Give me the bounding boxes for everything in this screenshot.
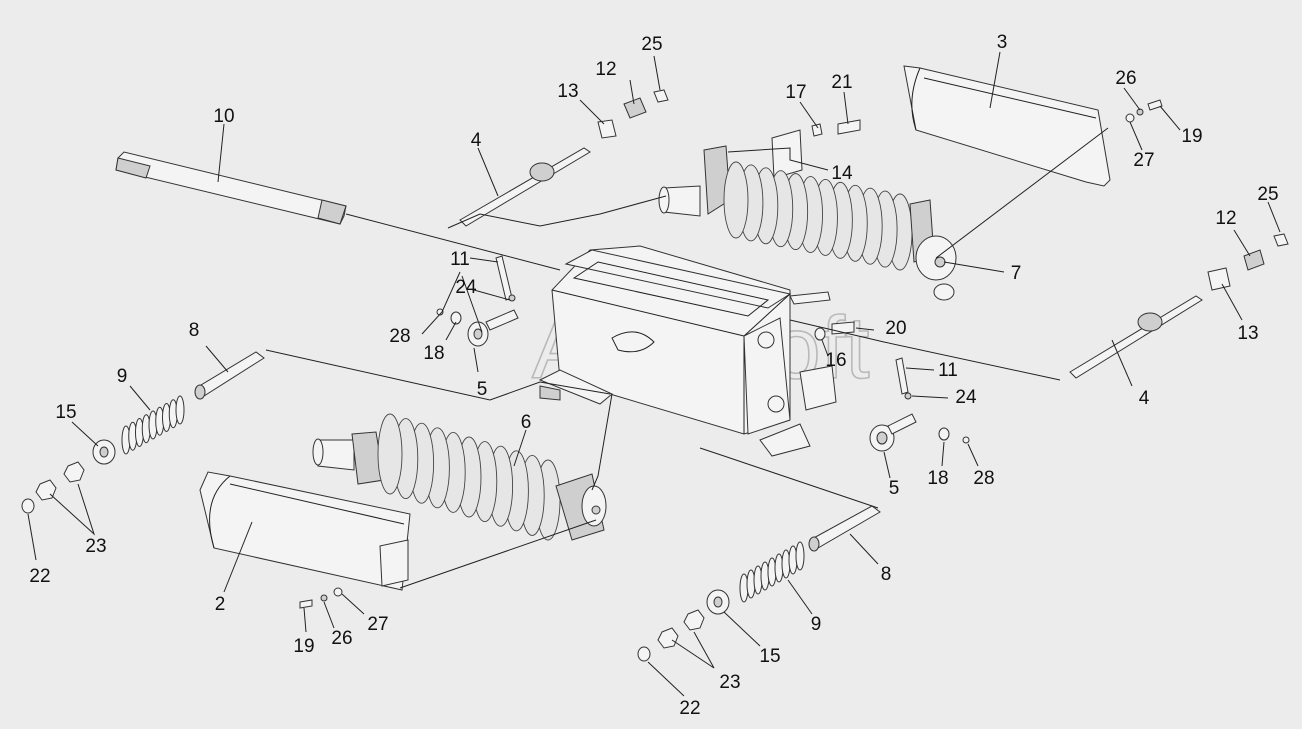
callout-16: 16 bbox=[825, 350, 846, 371]
callout-7: 7 bbox=[1011, 263, 1022, 284]
part-22-locknut-right bbox=[637, 646, 651, 662]
callout-6: 6 bbox=[521, 412, 532, 433]
callout-5-left: 5 bbox=[477, 379, 488, 400]
part-15-washer-left bbox=[92, 439, 116, 465]
callout-24-right: 24 bbox=[955, 387, 977, 408]
callout-26-lower: 26 bbox=[331, 628, 352, 649]
callout-19-lower: 19 bbox=[293, 636, 314, 657]
part-10-drive-shaft bbox=[115, 151, 561, 271]
callout-3: 3 bbox=[997, 32, 1008, 53]
callout-18-left: 18 bbox=[423, 343, 444, 364]
part-24-washer-left bbox=[508, 294, 516, 302]
part-23-nuts-right bbox=[657, 609, 705, 649]
callout-9-left: 9 bbox=[117, 366, 128, 387]
assembly-lines bbox=[265, 127, 1109, 589]
part-11-bolt-left bbox=[495, 255, 513, 301]
callout-23-right: 23 bbox=[719, 672, 740, 693]
callout-12-right: 12 bbox=[1215, 208, 1236, 229]
callout-22-left: 22 bbox=[29, 566, 50, 587]
callout-8-left: 8 bbox=[189, 320, 200, 341]
part-5-bearing-left bbox=[467, 309, 519, 347]
callout-4-upper: 4 bbox=[471, 130, 482, 151]
housing-frame bbox=[538, 245, 837, 457]
callout-14: 14 bbox=[831, 163, 853, 184]
callout-12-upper: 12 bbox=[595, 59, 616, 80]
callout-15-left: 15 bbox=[55, 402, 76, 423]
callout-23-left: 23 bbox=[85, 536, 106, 557]
callout-25-upper: 25 bbox=[641, 34, 662, 55]
part-7-upper-roller bbox=[658, 145, 957, 301]
part-8-rod-right bbox=[808, 505, 881, 552]
part-18-washer-right bbox=[938, 427, 950, 441]
part-23-nuts-left bbox=[35, 461, 85, 501]
part-4-axle-upper bbox=[459, 89, 669, 227]
leader-lines bbox=[27, 51, 1281, 697]
part-9-spring-right bbox=[739, 541, 805, 603]
callout-27-upper: 27 bbox=[1133, 150, 1154, 171]
callout-11-left: 11 bbox=[450, 249, 470, 270]
callout-28-right: 28 bbox=[973, 468, 994, 489]
callout-2: 2 bbox=[215, 594, 226, 615]
callout-13-upper: 13 bbox=[557, 81, 578, 102]
part-6-lower-roller bbox=[312, 413, 607, 541]
callout-13-right: 13 bbox=[1237, 323, 1258, 344]
callout-21: 21 bbox=[831, 72, 852, 93]
callout-22-right: 22 bbox=[679, 698, 700, 719]
part-3-cover bbox=[903, 65, 1163, 187]
part-11-bolt-right bbox=[895, 357, 909, 395]
part-24-washer-right bbox=[904, 392, 912, 400]
callout-9-right: 9 bbox=[811, 614, 822, 635]
part-28-ring-right bbox=[962, 436, 970, 444]
part-8-rod-left bbox=[194, 351, 265, 400]
part-16-washer bbox=[814, 327, 826, 341]
part-28-ring-left bbox=[436, 308, 444, 316]
part-14-bracket bbox=[771, 119, 861, 179]
callout-28-left: 28 bbox=[389, 326, 410, 347]
callout-17: 17 bbox=[785, 82, 806, 103]
part-5-bearing-right bbox=[869, 413, 917, 452]
callout-20: 20 bbox=[885, 318, 906, 339]
callout-4-right: 4 bbox=[1139, 388, 1150, 409]
part-15-washer-right bbox=[706, 589, 730, 615]
callout-27-lower: 27 bbox=[367, 614, 388, 635]
callout-25-right: 25 bbox=[1257, 184, 1278, 205]
callout-10: 10 bbox=[213, 106, 234, 127]
callout-26-upper: 26 bbox=[1115, 68, 1136, 89]
callout-5-right: 5 bbox=[889, 478, 900, 499]
callout-15-right: 15 bbox=[759, 646, 780, 667]
part-22-locknut-left bbox=[21, 498, 35, 514]
callout-11-right: 11 bbox=[938, 360, 958, 381]
callout-8-right: 8 bbox=[881, 564, 892, 585]
part-4-axle-right bbox=[1069, 233, 1289, 379]
part-18-washer-left bbox=[450, 311, 462, 325]
callout-18-right: 18 bbox=[927, 468, 948, 489]
callout-19-upper: 19 bbox=[1181, 126, 1202, 147]
part-9-spring-left bbox=[121, 395, 185, 455]
callout-24-left: 24 bbox=[455, 277, 477, 298]
part-2-cover bbox=[199, 471, 411, 609]
callout-labels: 10 4 13 12 25 17 21 14 3 26 27 19 7 25 1… bbox=[29, 32, 1278, 719]
